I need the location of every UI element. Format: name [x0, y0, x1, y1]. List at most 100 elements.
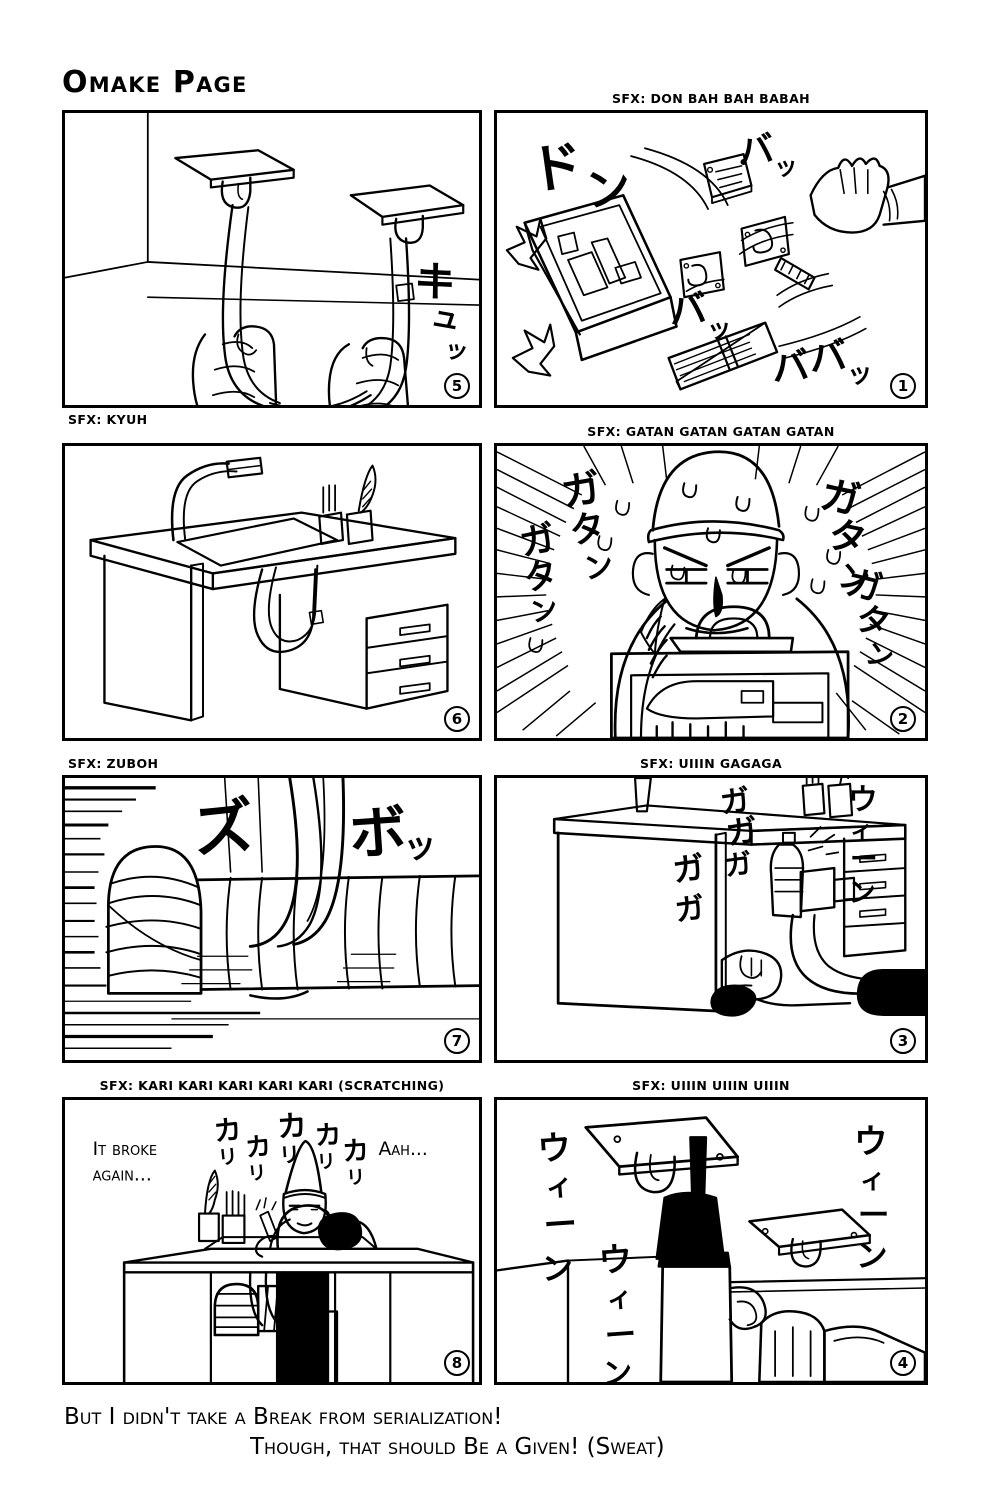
sfx-gatan-glyph-3: ガ タ ン [816, 473, 873, 600]
svg-text:バ: バ [736, 129, 776, 173]
svg-text:ー: ー [858, 1197, 890, 1233]
svg-text:ィ: ィ [850, 817, 874, 845]
sfx-label-zuboh: SFX: ZUBOH [68, 756, 159, 771]
caption-line-1: But I didn't take a Break from serializa… [64, 1404, 503, 1430]
sfx-label-gatan: SFX: GATAN GATAN GATAN GATAN [587, 424, 835, 439]
panel-grid: キ ュ ッ 5 SFX: KYUH SFX: DON BAH BAH BABAH [62, 91, 928, 1385]
panel-number: 1 [890, 373, 916, 399]
svg-text:ガ: ガ [722, 847, 754, 882]
panel-1: ド ン バ ッ バ ッ [494, 110, 928, 408]
sfx-kyuh-glyph: キ ュ ッ [410, 254, 471, 366]
caption-line-2: Though, that should Be a Given! (Sweat) [250, 1434, 665, 1461]
svg-text:ッ: ッ [706, 313, 734, 344]
panel-5-artwork: キ ュ ッ [65, 113, 479, 405]
svg-text:ッ: ッ [773, 151, 799, 181]
sfx-uiiin-glyph-2: ウ ィ ー ン [597, 1239, 637, 1382]
svg-text:ー: ー [542, 1204, 578, 1245]
panel-8: It broke again... Aah... カ リ カ リ カ リ [62, 1097, 482, 1385]
svg-text:ガ: ガ [671, 850, 707, 890]
sfx-don-glyph: ド ン [526, 134, 635, 218]
panel-row-4: SFX: KARI KARI KARI KARI KARI (SCRATCHIN… [62, 1078, 928, 1385]
panel-number: 7 [444, 1028, 470, 1054]
panel-cell-4: SFX: UIIIN UIIIN UIIIN [494, 1078, 928, 1385]
panel-cell-2: SFX: GATAN GATAN GATAN GATAN [494, 424, 928, 741]
svg-text:タ: タ [825, 512, 871, 563]
sfx-label-uiiin-x3: SFX: UIIIN UIIIN UIIIN [632, 1078, 790, 1093]
panel-1-artwork: ド ン バ ッ バ ッ [505, 129, 925, 391]
svg-text:ン: ン [862, 637, 897, 675]
dialogue-left-line1: It broke [93, 1139, 158, 1160]
panel-cell-7: SFX: ZUBOH [62, 756, 482, 1063]
panel-row-2: 6 SFX: GATAN GATAN GATAN GATAN [62, 424, 928, 741]
sfx-gatan-glyph-4: ガ タ ン [842, 562, 897, 675]
svg-text:ガ: ガ [516, 517, 559, 564]
dialogue-right-line1: Aah... [378, 1139, 427, 1160]
sfx-uiiin-glyph: ウ ィ ー ン [848, 782, 878, 908]
svg-text:ッ: ッ [846, 358, 875, 390]
panel-cell-8: SFX: KARI KARI KARI KARI KARI (SCRATCHIN… [62, 1078, 482, 1385]
svg-text:リ: リ [217, 1145, 239, 1170]
sfx-gagaga-glyph: ガ ガ ガ ガ ガ [671, 783, 761, 928]
svg-text:ィ: ィ [606, 1283, 634, 1315]
svg-text:ィ: ィ [860, 1165, 886, 1195]
sfx-label-kyuh: SFX: KYUH [68, 412, 148, 427]
svg-text:ン: ン [582, 159, 634, 218]
sfx-babah-glyph: バ バ ッ [769, 333, 874, 390]
svg-text:カ: カ [314, 1119, 343, 1152]
svg-text:リ: リ [247, 1162, 268, 1185]
svg-text:ン: ン [581, 548, 616, 586]
svg-text:ン: ン [602, 1355, 634, 1382]
svg-text:ン: ン [856, 1239, 888, 1275]
svg-text:カ: カ [276, 1108, 308, 1144]
svg-text:リ: リ [279, 1142, 301, 1167]
svg-text:ガ: ガ [673, 890, 707, 928]
svg-text:ガ: ガ [718, 783, 752, 821]
panel-7: ズ ボ ッ 7 [62, 775, 482, 1063]
sfx-ba-glyph-2: バ ッ [667, 286, 733, 344]
svg-text:ウ: ウ [597, 1239, 633, 1280]
panel-5: キ ュ ッ 5 [62, 110, 482, 408]
svg-text:ー: ー [604, 1317, 638, 1355]
panel-6: 6 [62, 443, 482, 741]
bottom-caption: But I didn't take a Break from serializa… [62, 1402, 928, 1463]
panel-2: ガ タ ン ガ タ ン ガ タ ン [494, 443, 928, 741]
panel-2-artwork: ガ タ ン ガ タ ン ガ タ ン [497, 446, 925, 738]
svg-text:ガ: ガ [816, 473, 864, 525]
sfx-uiiin-glyph-1: ウ ィ ー ン [536, 1128, 578, 1289]
panel-number: 5 [444, 373, 470, 399]
svg-text:ウ: ウ [536, 1128, 572, 1169]
panel-6-artwork [89, 456, 457, 722]
svg-text:バ: バ [769, 343, 811, 391]
panel-cell-3: SFX: UIIIN GAGAGA [494, 756, 928, 1063]
svg-text:ボ: ボ [347, 799, 409, 869]
svg-text:カ: カ [212, 1113, 243, 1148]
svg-text:ー: ー [850, 843, 878, 875]
svg-text:カ: カ [244, 1131, 273, 1163]
panel-4: ウ ィ ー ン ウ ィ ー ン ウ ィ [494, 1097, 928, 1385]
panel-number: 4 [890, 1350, 916, 1376]
svg-text:タ: タ [566, 506, 608, 552]
svg-text:ガ: ガ [558, 466, 605, 517]
panel-number: 2 [890, 706, 916, 732]
panel-8-artwork: It broke again... Aah... カ リ カ リ カ リ [93, 1108, 475, 1382]
svg-text:ウ: ウ [854, 1122, 888, 1161]
svg-text:ッ: ッ [402, 825, 438, 866]
sfx-label-uiiin-gagaga: SFX: UIIIN GAGAGA [639, 756, 783, 771]
panel-row-1: キ ュ ッ 5 SFX: KYUH SFX: DON BAH BAH BABAH [62, 91, 928, 427]
panel-8-dialogue: It broke again... Aah... [93, 1139, 428, 1185]
svg-text:ン: ン [527, 592, 561, 629]
svg-text:ン: ン [835, 558, 873, 600]
svg-text:バ: バ [807, 333, 849, 381]
panel-3-artwork: ガ ガ ガ ガ ガ ウ ィ ー ン [552, 778, 925, 1017]
svg-text:ド: ド [526, 134, 587, 203]
panel-cell-6: 6 [62, 443, 482, 741]
sfx-gatan-glyph-1: ガ タ ン [558, 466, 616, 587]
sfx-label-don-bah: SFX: DON BAH BAH BABAH [611, 91, 811, 106]
panel-number: 6 [444, 706, 470, 732]
svg-text:バ: バ [667, 286, 709, 334]
svg-text:ウ: ウ [848, 782, 878, 816]
panel-row-3: SFX: ZUBOH [62, 756, 928, 1063]
panel-number: 3 [890, 1028, 916, 1054]
svg-text:ン: ン [848, 876, 876, 908]
